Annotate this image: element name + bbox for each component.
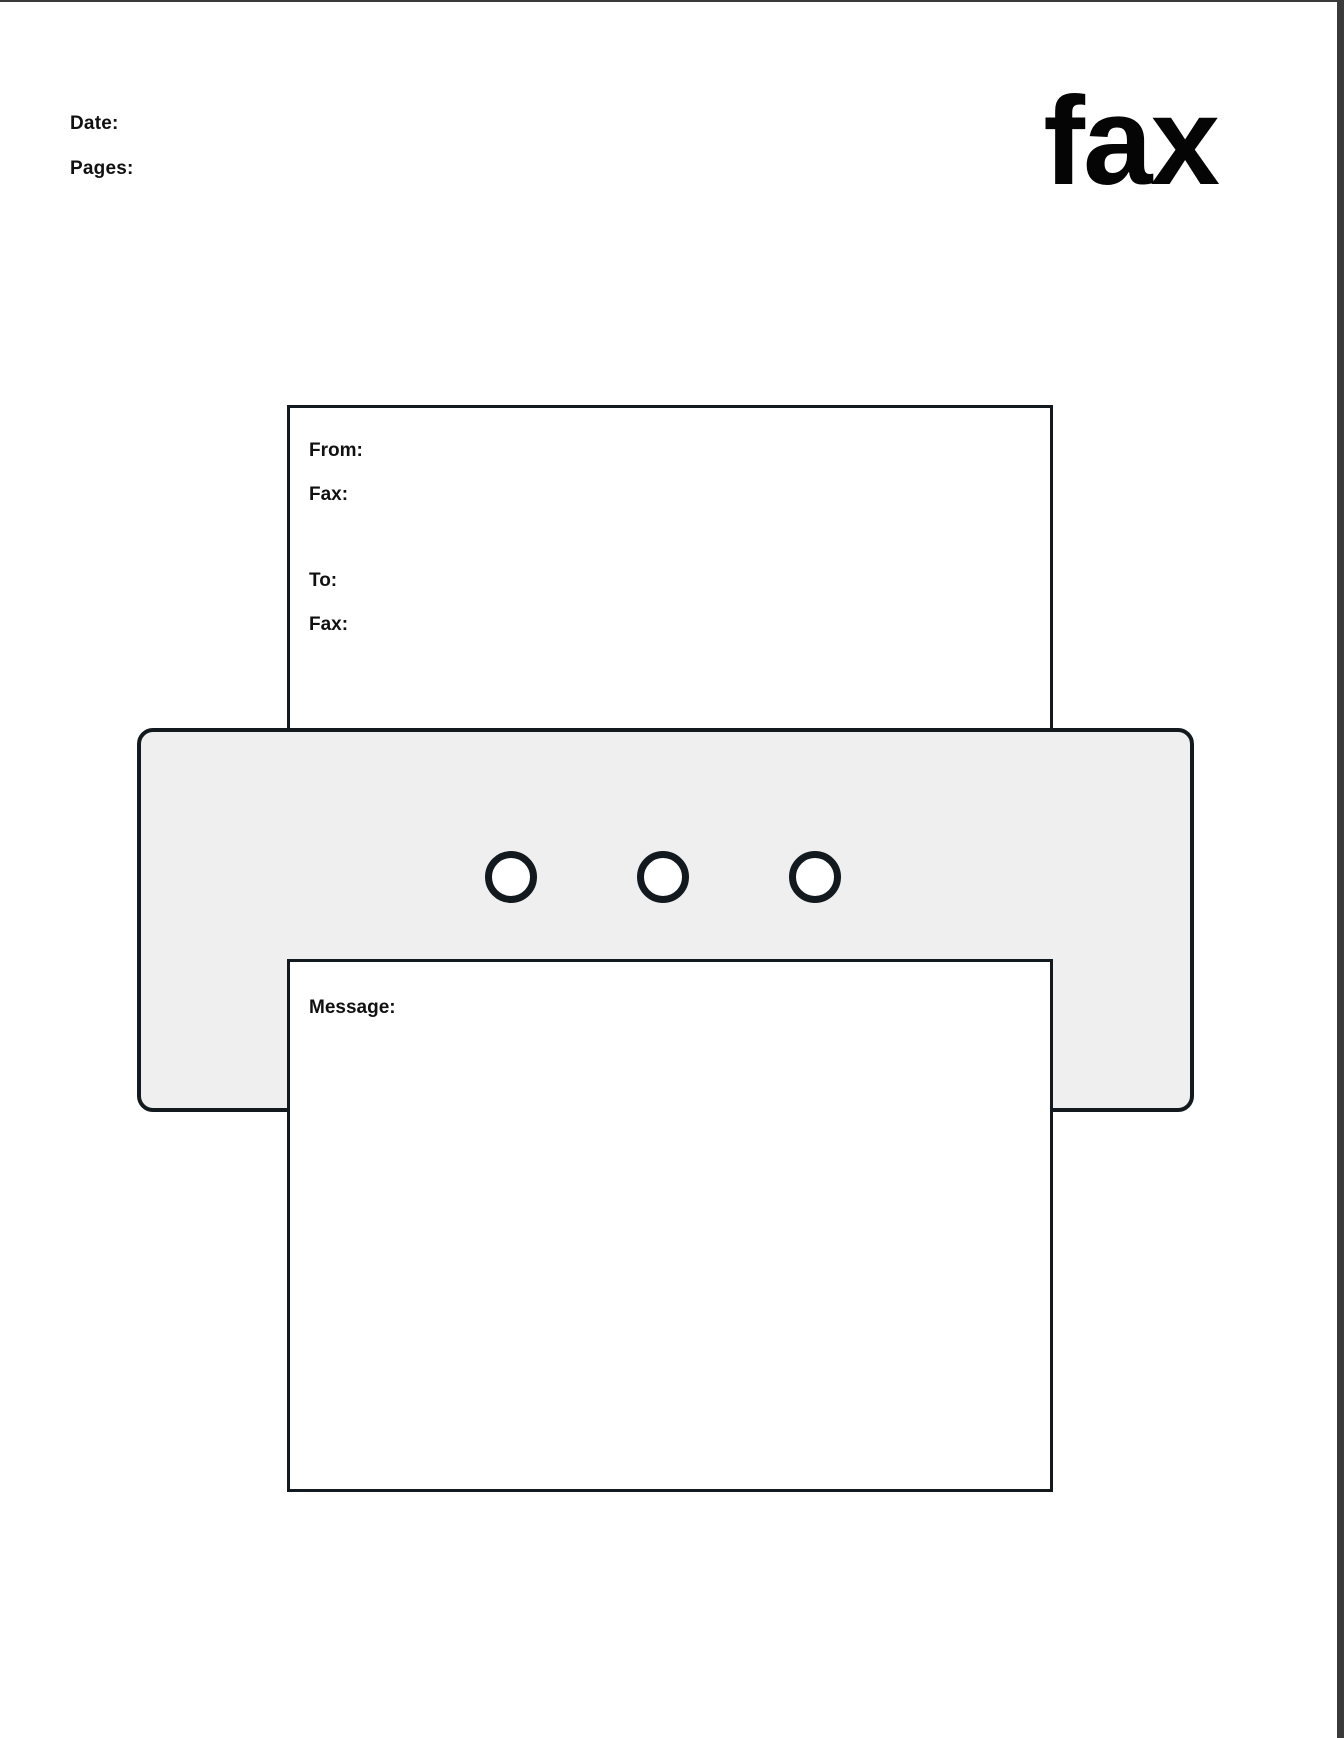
fax-machine-button-3-icon [789, 851, 841, 903]
fax-machine-button-2-icon [637, 851, 689, 903]
from-fax-label: Fax: [309, 484, 349, 505]
to-label: To: [309, 570, 338, 591]
to-fax-label: Fax: [309, 614, 349, 635]
from-label: From: [309, 440, 363, 461]
sender-recipient-paper: From: Fax: To: Fax: [287, 405, 1053, 735]
header-fields: Date: Pages: [70, 114, 134, 204]
fax-machine-button-1-icon [485, 851, 537, 903]
message-paper: Message: [287, 959, 1053, 1492]
date-label: Date: [70, 113, 119, 134]
message-label: Message: [309, 997, 396, 1018]
pages-label: Pages: [70, 158, 134, 179]
fax-logo: fax [1043, 72, 1220, 211]
fax-machine-button-row [141, 851, 1190, 903]
